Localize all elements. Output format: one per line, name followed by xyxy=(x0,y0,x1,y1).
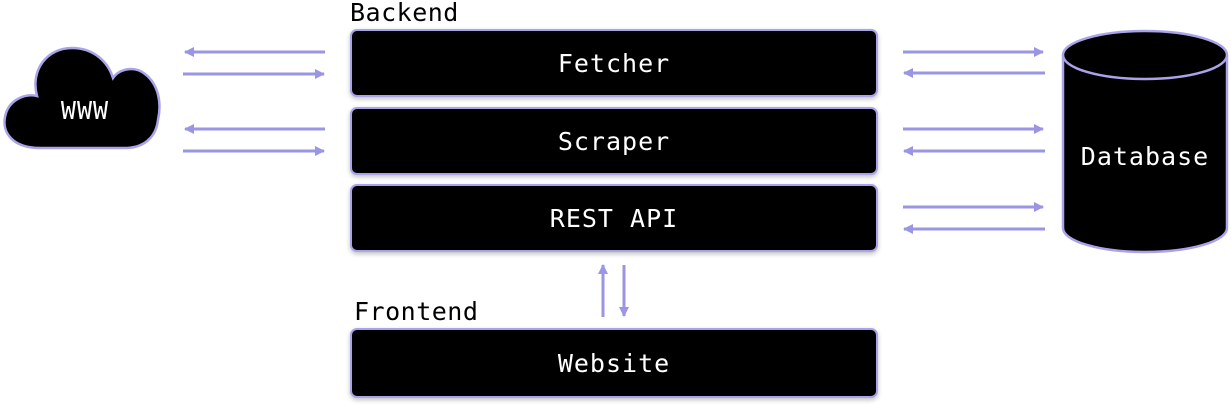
www-label: WWW xyxy=(60,96,110,125)
rest-api-module[interactable]: REST API xyxy=(350,184,878,252)
database-cylinder-icon xyxy=(1061,29,1229,254)
frontend-label: Frontend xyxy=(354,297,479,326)
cloud-icon xyxy=(3,46,161,150)
fetcher-module[interactable]: Fetcher xyxy=(350,29,878,97)
website-label: Website xyxy=(557,348,671,378)
fetcher-label: Fetcher xyxy=(557,48,671,78)
scraper-label: Scraper xyxy=(557,126,671,156)
database-label: Database xyxy=(1080,142,1210,171)
rest-api-label: REST API xyxy=(549,203,679,233)
website-module[interactable]: Website xyxy=(350,328,878,398)
scraper-module[interactable]: Scraper xyxy=(350,107,878,175)
backend-label: Backend xyxy=(350,0,459,27)
